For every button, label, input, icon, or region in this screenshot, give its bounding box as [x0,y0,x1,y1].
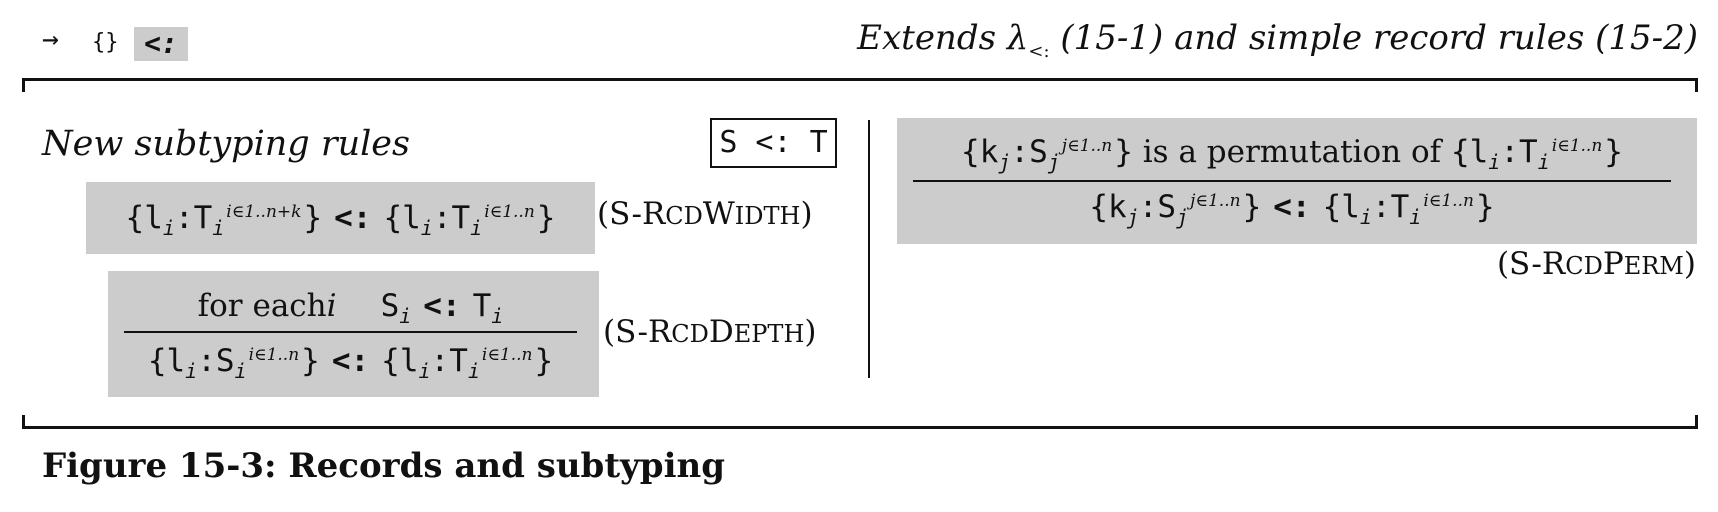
top-rule-left-tick [22,78,25,92]
rcd-perm-inference-bar [913,180,1671,182]
bottom-rule-left-tick [22,415,25,429]
extends-prefix: Extends λ [857,18,1029,58]
rcd-depth-inference-bar [124,331,577,333]
rcd-width-rule: {li:Tii∈1..n+k} <: {li:Tii∈1..n} [86,182,595,254]
rcd-perm-name: (S-RCDPERM) [1496,246,1696,282]
rcd-perm-conclusion: {kj:Sjj∈1..n} <: {li:Tii∈1..n} [1089,189,1495,229]
bottom-rule-right-tick [1695,415,1698,429]
rcd-width-lhs: {li:Tii∈1..n+k} [125,200,323,240]
top-rule-right-tick [1695,78,1698,92]
extends-subscript: <: [1028,41,1050,62]
subtype-badge: <: [134,27,188,61]
bottom-rule [22,426,1698,429]
section-title: New subtyping rules [42,124,410,164]
record-braces-symbol: {} [92,30,119,55]
rcd-perm-premise: {kj:Sjj∈1..n} is a permutation of {li:Ti… [961,134,1623,174]
rcd-depth-name: (S-RCDDEPTH) [603,314,817,350]
rcd-depth-conclusion: {li:Sii∈1..n} <: {li:Tii∈1..n} [147,343,554,383]
top-rule [22,78,1698,81]
rcd-width-relation: <: [334,200,372,236]
rcd-perm-rule: {kj:Sjj∈1..n} is a permutation of {li:Ti… [897,118,1697,244]
column-divider [868,120,870,378]
rcd-width-rhs: {li:Tii∈1..n} [383,200,556,240]
judgment-form-box: S <: T [710,118,837,168]
arrow-symbol: → [42,22,59,55]
rcd-depth-premise: for each i Si <: Ti [197,288,504,328]
extends-note: Extends λ<: (15-1) and simple record rul… [857,18,1698,62]
extends-suffix: (15-1) and simple record rules (15-2) [1049,18,1698,58]
figure-caption: Figure 15-3: Records and subtyping [42,446,725,486]
rcd-depth-rule: for each i Si <: Ti {li:Sii∈1..n} <: {li… [108,271,599,397]
rcd-width-name: (S-RCDWIDTH) [597,196,813,232]
